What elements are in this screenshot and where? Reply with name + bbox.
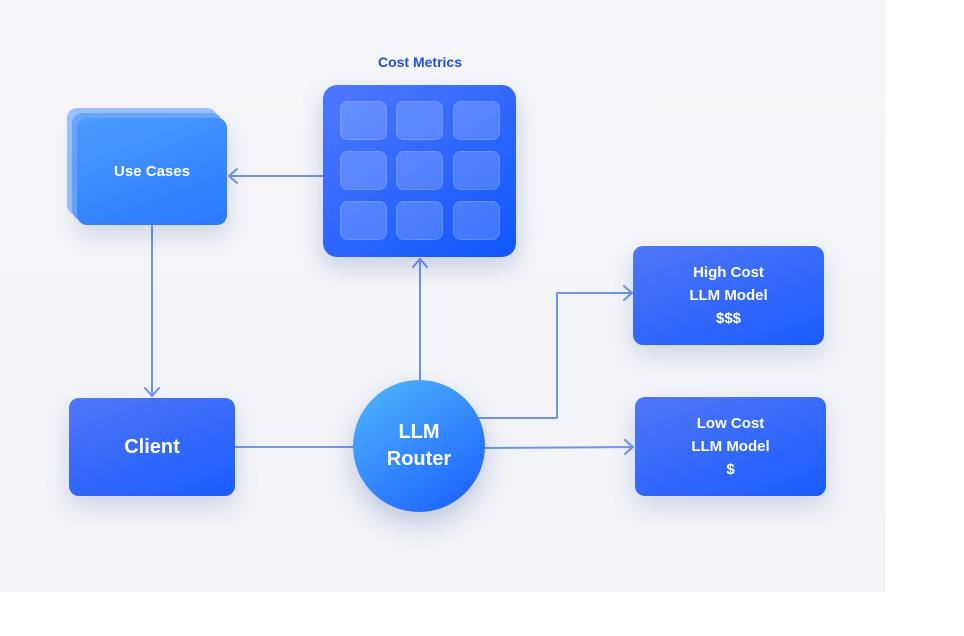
metric-tile [453,201,500,240]
client-label: Client [124,435,180,458]
high-cost-line1: High Cost [693,264,764,281]
connector-router-to-highcost [477,285,633,419]
low-cost-model-node: Low Cost LLM Model $ [635,397,826,496]
metric-tile [340,201,387,240]
router-label-line1: LLM [398,421,440,443]
use-cases-node: Use Cases [77,118,227,225]
cost-metrics-grid [323,85,516,257]
high-cost-model-node: High Cost LLM Model $$$ [633,246,824,345]
metric-tile [340,151,387,190]
llm-router-node: LLM Router [353,380,485,512]
connector-router-to-metrics [412,258,428,381]
metric-tile [396,101,443,140]
metric-tile [396,201,443,240]
low-cost-line1: Low Cost [696,415,765,432]
client-node: Client [69,398,235,496]
low-cost-price: $ [726,461,735,478]
low-cost-line2: LLM Model [691,438,770,455]
use-cases-label: Use Cases [114,163,190,180]
metric-tile [396,151,443,190]
connector-usecases-to-client [144,225,160,397]
cost-metrics-label: Cost Metrics [377,54,463,70]
high-cost-line2: LLM Model [689,287,768,304]
router-label-line2: Router [386,448,452,470]
connector-metrics-to-usecases [228,168,324,184]
metric-tile [453,101,500,140]
metric-tile [453,151,500,190]
connector-router-to-lowcost [484,439,634,455]
metric-tile [340,101,387,140]
high-cost-price: $$$ [715,310,742,327]
